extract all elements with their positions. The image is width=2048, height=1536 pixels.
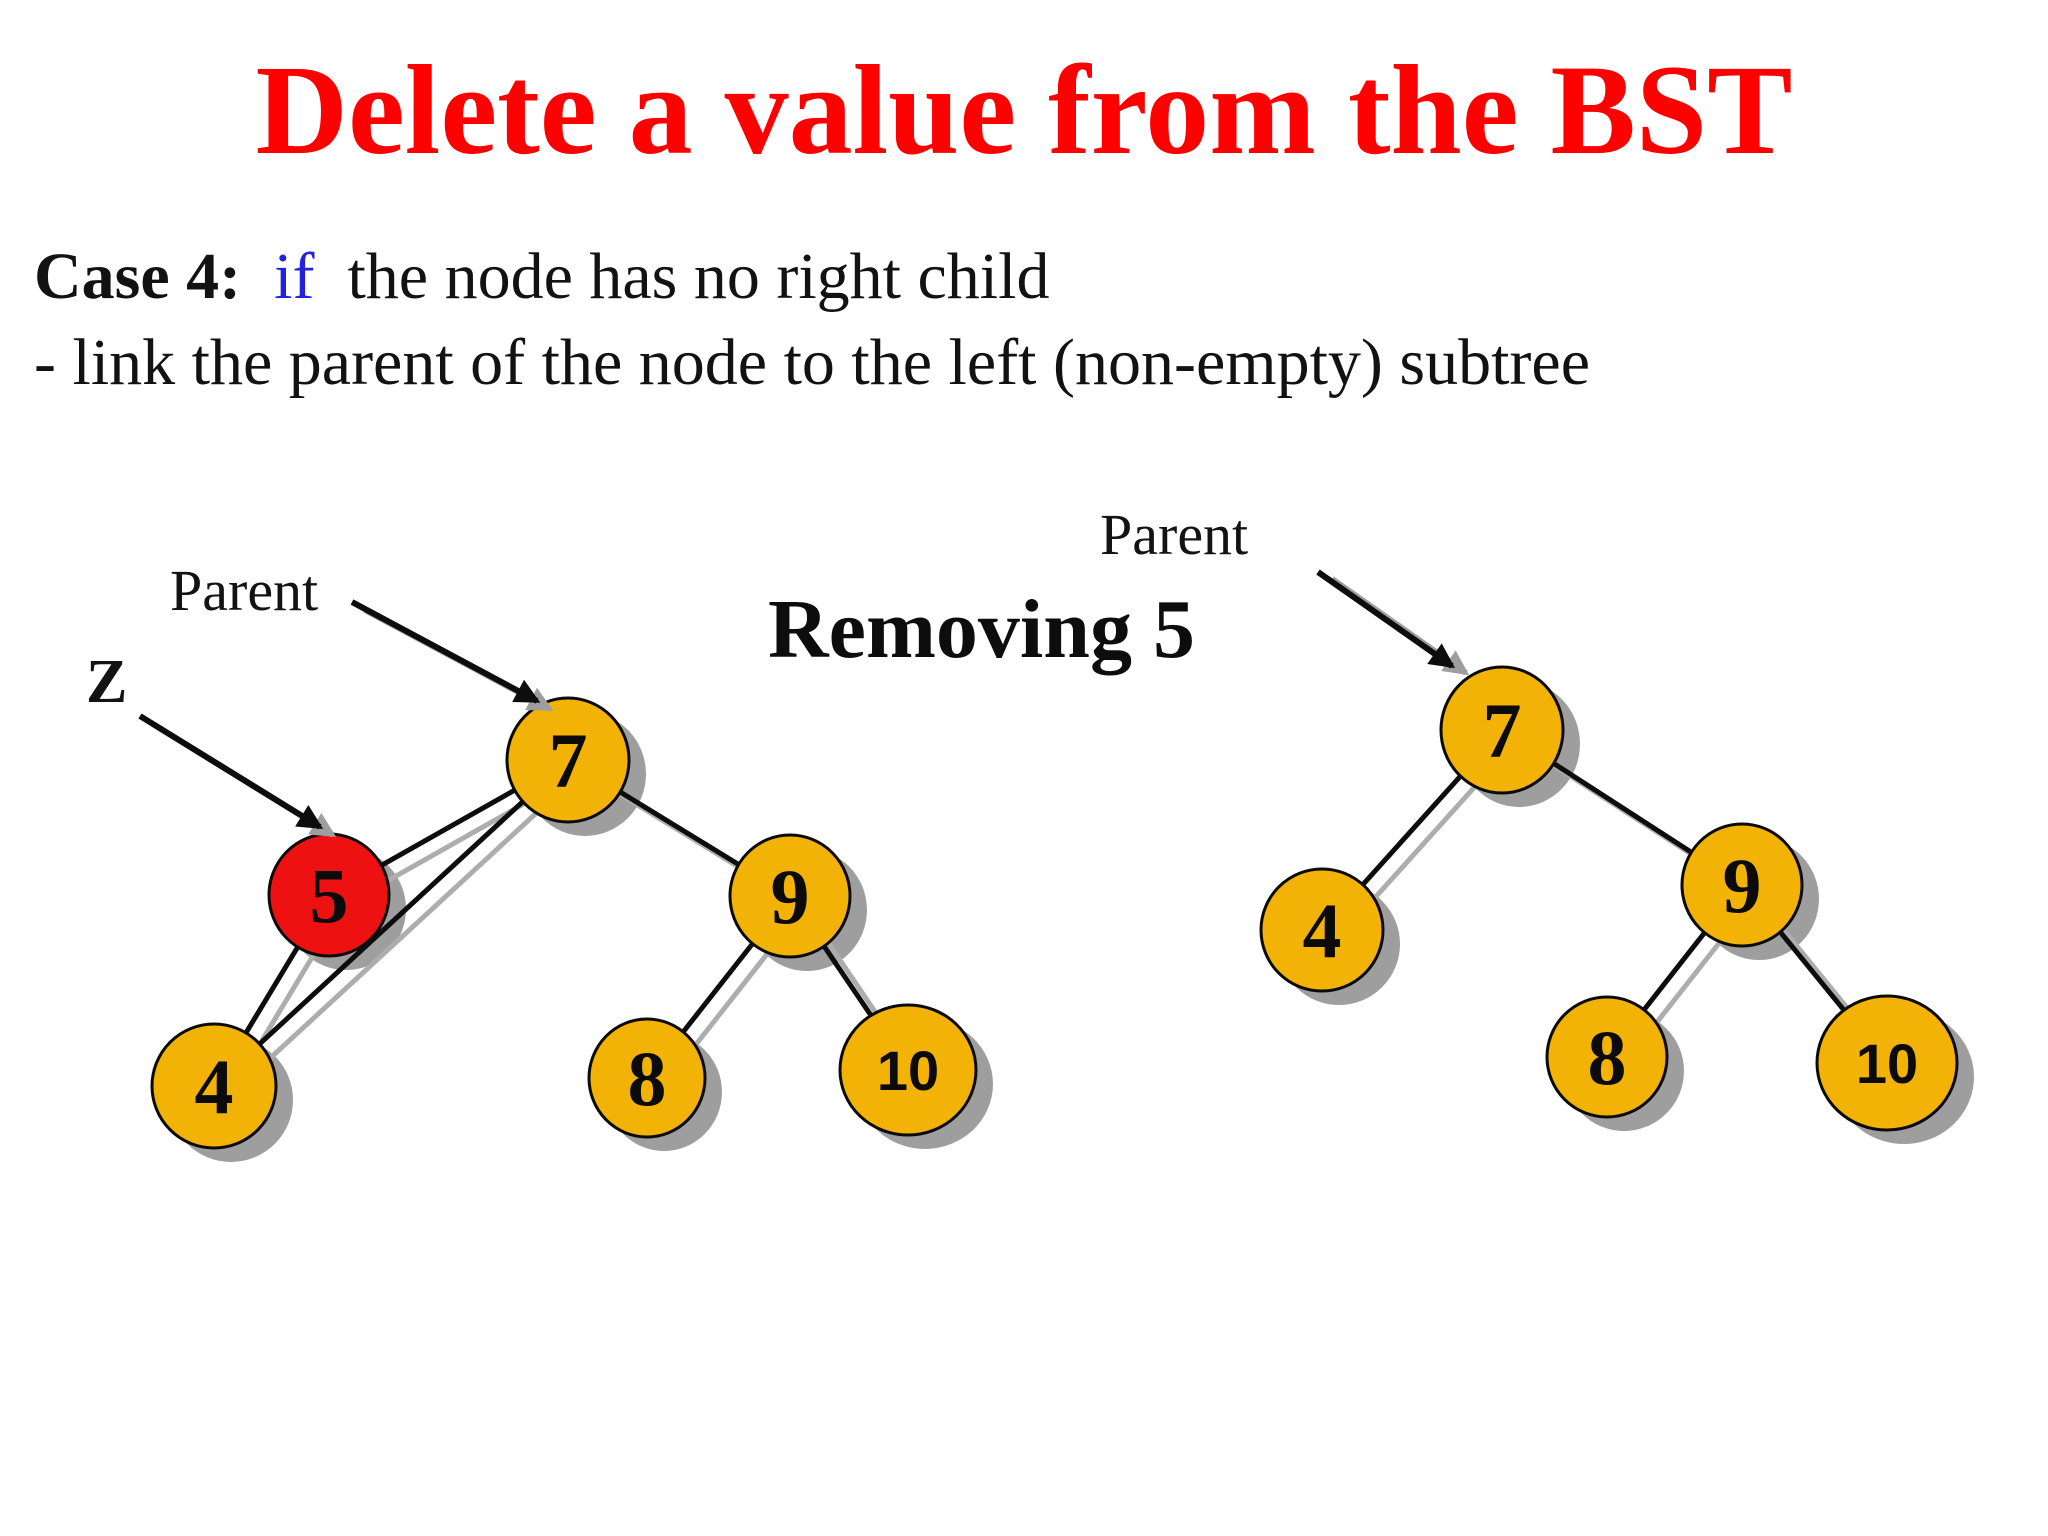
tree-node-5-before-highlighted: 5 [267,832,391,958]
tree-node-9-before: 9 [728,833,852,959]
tree-node-8-before: 8 [587,1017,707,1139]
parent-label-before: Parent [170,558,318,623]
node-value-7: 7 [549,717,588,804]
tree-node-8-after: 8 [1545,995,1669,1119]
node-value-8: 8 [1588,1014,1627,1101]
tree-node-9-after: 9 [1680,822,1804,948]
node-value-9: 9 [771,853,810,940]
before-tree: 7 5 4 9 8 10 [150,696,978,1150]
node-value-10: 10 [877,1039,939,1102]
z-label: Z [86,648,127,716]
z-arrow [138,713,324,830]
node-value-7: 7 [1483,687,1522,774]
tree-node-4-after: 4 [1259,867,1385,993]
parent-label-after: Parent [1100,502,1248,567]
case-line-1: Case 4: if the node has no right child [34,234,1590,320]
tree-node-7-after: 7 [1439,665,1565,795]
page-title: Delete a value from the BST [255,39,1793,181]
parent-arrow-before [350,599,541,704]
node-value-4: 4 [195,1043,234,1130]
node-value-9: 9 [1723,842,1762,929]
case-label: Case 4: [34,240,242,313]
node-value-8: 8 [628,1035,667,1122]
node-value-4: 4 [1303,887,1342,974]
tree-node-10-before: 10 [838,1003,978,1137]
after-tree: 7 4 9 8 10 [1259,665,1959,1132]
node-value-10: 10 [1856,1032,1918,1095]
tree-node-4-before: 4 [150,1022,278,1150]
removing-label: Removing 5 [768,583,1195,676]
tree-node-10-after: 10 [1815,994,1959,1132]
case-statement: Case 4: if the node has no right child -… [34,234,1590,406]
node-value-5: 5 [310,852,349,939]
case-line-2: - link the parent of the node to the lef… [34,325,1590,399]
pointer-arrows [138,569,1470,838]
edge-before-7-4-new-link [212,758,570,1088]
case-keyword-if: if [274,240,315,313]
parent-arrow-after [1316,569,1456,669]
case-condition: the node has no right child [347,240,1050,313]
tree-node-7-before: 7 [505,696,631,824]
